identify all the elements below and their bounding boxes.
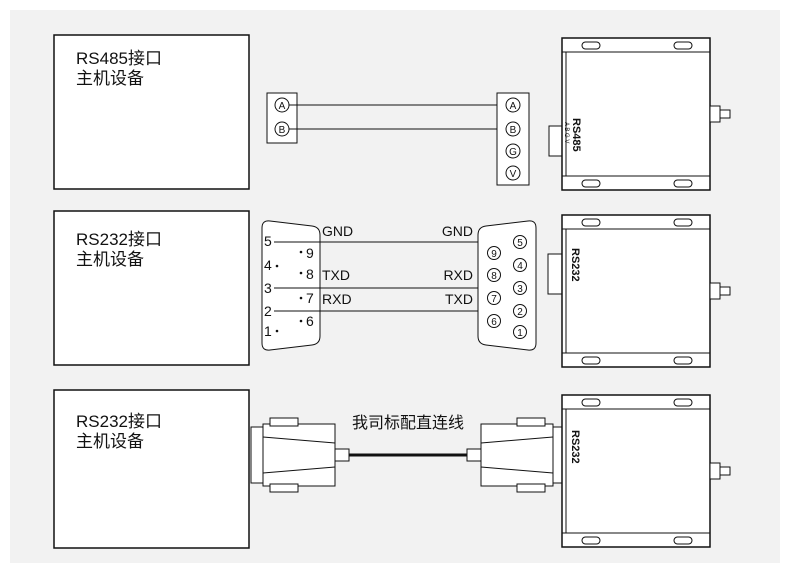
terminal-pin-b-label: B — [279, 125, 286, 136]
terminal-right-b-label: B — [510, 125, 517, 136]
db9-left-pin-4: 4 — [264, 257, 272, 273]
db9-left-pin-6: 6 — [306, 313, 314, 329]
db9-right-pin-5-circle — [513, 235, 527, 249]
signal-right-gnd: GND — [442, 223, 473, 239]
db9-left-pin-9: 9 — [306, 245, 314, 261]
db9-right-pin-6-circle — [487, 314, 501, 328]
host-box-rs232-b — [53, 389, 250, 549]
db9-right-pin-7-circle — [487, 291, 501, 305]
device-label-rs485: RS485 — [570, 118, 582, 152]
db9-left-dot-7 — [299, 296, 303, 300]
terminal-right-pin-g — [505, 143, 521, 159]
device-rs232-a — [561, 214, 731, 368]
db9-left-dot-4 — [275, 264, 279, 268]
terminal-pin-a-label: A — [279, 101, 286, 112]
db9-left-dot-8 — [299, 271, 303, 275]
signal-right-rxd: RXD — [443, 267, 473, 283]
cable-label: 我司标配直连线 — [352, 414, 464, 432]
cable-right-connector — [466, 417, 564, 493]
host-label-line1: RS232接口 — [76, 230, 162, 249]
db9-right-pin-4: 4 — [517, 261, 523, 272]
signal-left-gnd: GND — [322, 223, 353, 239]
device-label-rs232-b: RS232 — [569, 430, 581, 464]
device-sublabel-rs485: A B G V — [563, 122, 569, 143]
device-connector-rs232-a — [547, 253, 563, 295]
device-label-rs232-a: RS232 — [569, 248, 581, 282]
terminal-right-pin-v — [505, 165, 521, 181]
db9-left-pin-1: 1 — [264, 323, 272, 339]
db9-right-pin-2: 2 — [517, 307, 523, 318]
host-label-line1: RS232接口 — [76, 412, 162, 431]
host-label-line1: RS485接口 — [76, 49, 162, 68]
db9-left-dot-1 — [275, 329, 279, 333]
terminal-right-g-label: G — [509, 147, 517, 158]
device-connector-rs485 — [548, 125, 564, 157]
terminal-right-v-label: V — [510, 169, 517, 180]
db9-right-pin-3: 3 — [517, 284, 523, 295]
db9-right-pin-4-circle — [513, 258, 527, 272]
host-label-line2: 主机设备 — [76, 69, 144, 88]
db9-right-pin-9-circle — [487, 246, 501, 260]
db9-right-pin-8-circle — [487, 268, 501, 282]
signal-left-txd: TXD — [322, 267, 350, 283]
db9-left-dot-6 — [299, 319, 303, 323]
db9-right-pin-9: 9 — [491, 249, 497, 260]
db9-left-pin-3: 3 — [264, 280, 272, 296]
db9-right-pin-1-circle — [513, 325, 527, 339]
device-rs232-b — [561, 394, 731, 548]
db9-right-pin-5: 5 — [517, 238, 523, 249]
device-rs485 — [561, 37, 731, 191]
signal-right-txd: TXD — [445, 291, 473, 307]
db9-right-pin-6: 6 — [491, 317, 497, 328]
db9-left-pin-8: 8 — [306, 266, 314, 282]
db9-left-pin-5: 5 — [264, 233, 272, 249]
db9-right — [477, 220, 537, 351]
host-box-rs232-a — [53, 210, 250, 366]
signal-left-rxd: RXD — [322, 291, 352, 307]
db9-right-pin-1: 1 — [517, 328, 523, 339]
db9-right-pin-3-circle — [513, 281, 527, 295]
terminal-right-pin-b — [505, 121, 521, 137]
db9-left-pin-2: 2 — [264, 303, 272, 319]
db9-right-pin-8: 8 — [491, 271, 497, 282]
terminal-right-a-label: A — [510, 101, 517, 112]
host-label-line2: 主机设备 — [76, 250, 144, 269]
host-label-line2: 主机设备 — [76, 432, 144, 451]
host-box-rs485 — [53, 34, 250, 190]
db9-right-pin-7: 7 — [491, 294, 497, 305]
cable-left-connector — [250, 417, 350, 493]
db9-left-dot-9 — [299, 250, 303, 254]
db9-left-pin-7: 7 — [306, 290, 314, 306]
terminal-right-pin-a — [505, 97, 521, 113]
db9-left — [261, 220, 321, 351]
db9-right-pin-2-circle — [513, 304, 527, 318]
